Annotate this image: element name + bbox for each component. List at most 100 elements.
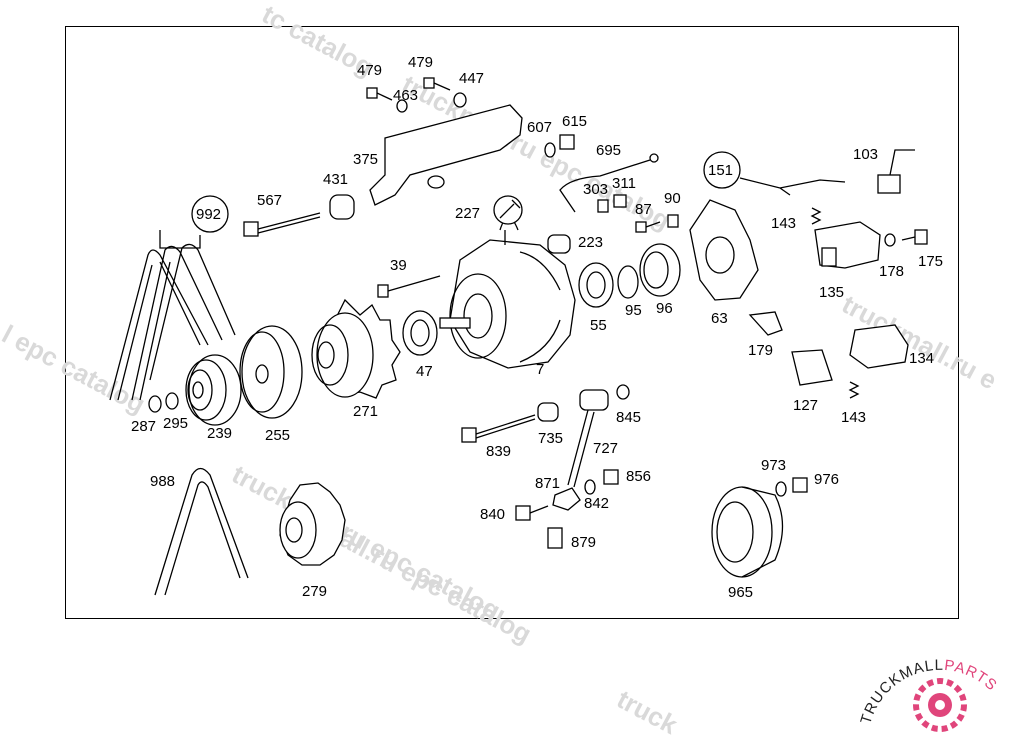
watermark-text: tall.ru epc catalog [327,519,536,649]
part-label: 127 [793,397,818,414]
part-label: 135 [819,284,844,301]
part-label: 47 [416,363,433,380]
part-label: 695 [596,142,621,159]
part-label: 879 [571,534,596,551]
clip-179 [748,311,783,336]
bearing-47 [402,310,438,356]
part-label: 856 [626,468,651,485]
fan-cover-965 [711,486,784,578]
brush-holder-135 [814,221,881,269]
part-label: 143 [771,215,796,232]
logo-brand-accent: PARTS [943,657,1000,695]
spring-143a [810,207,822,225]
fan-pulley-279 [279,482,346,566]
alternator-housing-7 [439,216,576,369]
truckmall-parts-logo: TRUCKMALLPARTS [857,657,1000,732]
part-label: 735 [538,430,563,447]
part-label: 431 [323,171,348,188]
washer-845 [616,384,630,400]
part-label: 178 [879,263,904,280]
bolts-479 [366,77,451,101]
part-label: 175 [918,253,943,270]
washers-287-295 [148,392,179,413]
part-label: 227 [455,205,480,222]
part-label: 151 [708,162,733,179]
part-label: 615 [562,113,587,130]
callout-circle-992 [191,195,229,233]
part-label: 239 [207,425,232,442]
watermark-text: truck [612,684,683,741]
part-label: 96 [656,300,673,317]
threaded-rod-727 [567,389,609,488]
spring-143b [848,381,860,399]
bolt-840 [515,505,549,521]
bearing-55 [578,262,614,308]
bracket-375 [369,104,523,206]
part-label: 279 [302,583,327,600]
fitting-879 [547,527,563,549]
part-label: 55 [590,317,607,334]
bushing-431 [329,194,355,220]
part-label: 992 [196,206,221,223]
part-label: 567 [257,192,282,209]
part-label: 143 [841,409,866,426]
regulator-134 [849,324,909,369]
part-label: 271 [353,403,378,420]
part-label: 223 [578,234,603,251]
part-label: 95 [625,302,642,319]
part-labels: 479 479 463 447 607 615 375 695 151 103 … [131,54,943,601]
part-label: 134 [909,350,934,367]
bolt-39 [377,275,441,298]
bushing-735 [537,402,559,422]
part-label: 842 [584,495,609,512]
part-label: 255 [265,427,290,444]
screw-178-175 [884,229,928,247]
part-label: 463 [393,87,418,104]
cover-127 [791,349,833,386]
rear-housing-63 [689,199,759,301]
part-label: 479 [357,62,382,79]
ring-95 [617,265,639,299]
washer-nut-973-976 [775,477,808,497]
part-label: 103 [853,146,878,163]
part-label: 63 [711,310,728,327]
nuts-607-615 [544,134,575,158]
part-label: 39 [390,257,407,274]
part-label: 727 [593,440,618,457]
bolt-839 [461,414,536,443]
washers-463-447 [396,92,467,113]
nuts-303-311-90-87 [597,194,679,233]
wrench-icon [493,195,523,225]
part-label: 90 [664,190,681,207]
logo-brand-text: TRUCKMALL [857,657,944,726]
part-label: 607 [527,119,552,136]
v-belts-992 [109,230,236,401]
sleeve-223 [547,234,571,254]
part-label: 840 [480,506,505,523]
part-label: 295 [163,415,188,432]
part-label: 973 [761,457,786,474]
cable-695 [559,153,659,213]
seal-96 [639,243,681,297]
part-label: 845 [616,409,641,426]
svg-text:TRUCKMALLPARTS: TRUCKMALLPARTS [857,657,1000,726]
part-label: 179 [748,342,773,359]
part-label: 479 [408,54,433,71]
nuts-842-856-871 [552,469,619,511]
part-label: 965 [728,584,753,601]
part-label: 447 [459,70,484,87]
pulley-255 [239,325,303,419]
harness-151-103 [703,149,915,196]
part-label: 871 [535,475,560,492]
part-label: 87 [635,201,652,218]
part-label: 839 [486,443,511,460]
diagram-frame [65,26,959,619]
part-label: 976 [814,471,839,488]
part-label: 7 [536,361,544,378]
part-label: 287 [131,418,156,435]
part-label: 311 [612,175,636,192]
part-label: 375 [353,151,378,168]
fan-pulley-271 [311,298,401,399]
v-belt-988 [154,467,249,596]
